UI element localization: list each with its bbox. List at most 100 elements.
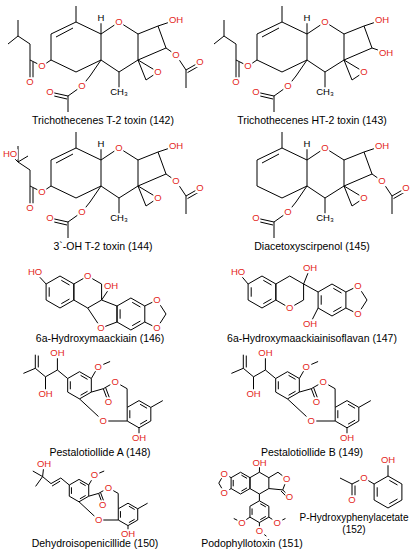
atom-label: O: [273, 518, 282, 528]
atom-label: O: [320, 143, 329, 153]
atom-label: O: [231, 77, 240, 87]
atom-label: CH₃: [109, 87, 129, 97]
compound-name: Trichothecenes HT-2 toxin (143): [212, 114, 412, 126]
structure-drawing: [238, 268, 367, 324]
atom-label: H: [97, 139, 106, 149]
atom-label: O: [37, 61, 46, 71]
compound-name: Pestalotiollide A (148): [0, 446, 200, 458]
atom-label: OH: [245, 389, 261, 399]
atom-label: O: [110, 377, 119, 387]
atom-label: O: [104, 398, 113, 408]
atom-label: O: [307, 416, 316, 426]
atom-label: O: [219, 488, 228, 498]
structure-drawing: [10, 132, 200, 238]
atom-label: O: [359, 473, 368, 483]
atom-label: O: [171, 176, 180, 186]
atom-label: OH: [36, 459, 52, 469]
atom-label: O: [153, 67, 162, 77]
atom-label: O: [377, 176, 386, 186]
atom-label: O: [104, 483, 113, 493]
atom-label: O: [195, 57, 204, 67]
atom-label: OH: [37, 389, 53, 399]
atom-label: H: [303, 13, 312, 23]
atom-label: OH: [131, 433, 147, 443]
atom-label: O: [98, 500, 107, 510]
bond-lines: [231, 353, 370, 438]
atom-label: OH: [302, 263, 318, 273]
atom-label: O: [83, 271, 92, 281]
bond-lines: [340, 462, 402, 508]
atom-label: O: [353, 309, 362, 319]
atom-label: O: [153, 193, 162, 203]
atom-label: O: [219, 469, 228, 479]
structure-drawing: [231, 353, 370, 438]
bond-lines: [256, 132, 406, 238]
atom-label: O: [99, 416, 108, 426]
atom-label: O: [114, 143, 123, 153]
atom-label: HO: [2, 149, 18, 159]
atom-label: O: [171, 50, 180, 60]
atom-label: OH: [374, 141, 390, 151]
compound-name: Trichothecenes T-2 toxin (142): [3, 114, 203, 126]
atom-label: OH: [168, 141, 184, 151]
atom-label: O: [93, 362, 102, 372]
atom-label: HO: [230, 267, 246, 277]
atom-label: O: [195, 183, 204, 193]
atom-label: O: [45, 213, 54, 223]
atom-label: O: [401, 183, 410, 193]
atom-label: O: [282, 474, 291, 484]
compound-name: Podophyllotoxin (151): [192, 537, 312, 549]
atom-label: H: [303, 139, 312, 149]
atom-label: O: [243, 61, 252, 71]
atom-label: HO: [27, 267, 43, 277]
structure-drawing: [214, 6, 384, 112]
atom-label: O: [301, 362, 310, 372]
atom-label: CH₃: [315, 87, 335, 97]
atom-label: O: [94, 515, 103, 525]
bond-lines: [10, 132, 200, 238]
atom-label: OH: [380, 455, 396, 465]
structure-drawing: [23, 353, 162, 438]
atom-label: O: [237, 518, 246, 528]
atom-label: O: [77, 207, 86, 217]
structure-drawing: [219, 463, 290, 536]
bond-lines: [35, 272, 166, 330]
bond-lines: [219, 463, 290, 536]
atom-label: CH₃: [315, 213, 335, 223]
compound-name: P-Hydroxyphenylacetate (152): [292, 512, 416, 536]
atom-label: O: [285, 303, 294, 313]
atom-label: OH: [251, 458, 267, 468]
structure-drawing: [256, 132, 406, 238]
atom-label: O: [283, 207, 292, 217]
atom-label: O: [25, 203, 34, 213]
atom-label: OH: [339, 433, 355, 443]
atom-label: O: [37, 187, 46, 197]
atom-label: O: [255, 526, 264, 536]
atom-label: O: [312, 398, 321, 408]
atom-label: OH: [103, 281, 119, 291]
atom-label: O: [283, 81, 292, 91]
atom-label: OH: [378, 48, 394, 58]
atom-label: OH: [49, 348, 65, 358]
atom-label: O: [96, 323, 105, 333]
bond-lines: [23, 353, 162, 438]
atom-label: O: [90, 470, 99, 480]
compound-name: 3`-OH T-2 toxin (144): [3, 240, 203, 252]
compound-name: Dehydroisopenicillide (150): [10, 537, 180, 549]
atom-label: CH₃: [109, 213, 129, 223]
atom-label: O: [318, 377, 327, 387]
atom-label: O: [347, 495, 356, 505]
atom-label: O: [320, 17, 329, 27]
atom-label: H: [97, 13, 106, 23]
atom-label: O: [353, 281, 362, 291]
atom-label: O: [359, 67, 368, 77]
atom-label: O: [114, 17, 123, 27]
atom-label: O: [251, 87, 260, 97]
atom-label: O: [285, 492, 294, 502]
compound-name: Diacetoxyscirpenol (145): [212, 240, 412, 252]
bond-lines: [33, 464, 148, 534]
atom-label: OH: [374, 15, 390, 25]
structure-drawing: [8, 6, 200, 112]
